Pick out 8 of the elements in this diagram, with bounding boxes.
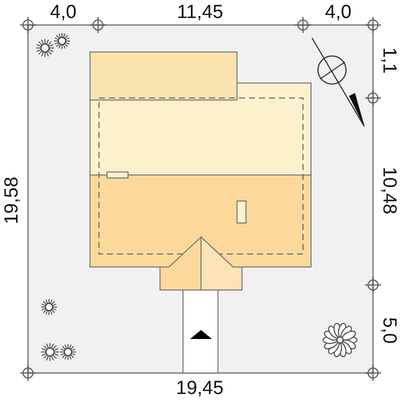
dimension-label: 19,58 [2,176,22,224]
dimension-label: 10,48 [379,166,398,214]
dimension-label: 4,0 [50,2,76,22]
dimension-label: 4,0 [325,2,352,22]
dimension-label: 1,1 [380,46,399,74]
dimension-label: 19,45 [176,378,224,398]
dimension-label: 5,0 [380,316,399,344]
dimension-label: 11,45 [177,2,224,22]
